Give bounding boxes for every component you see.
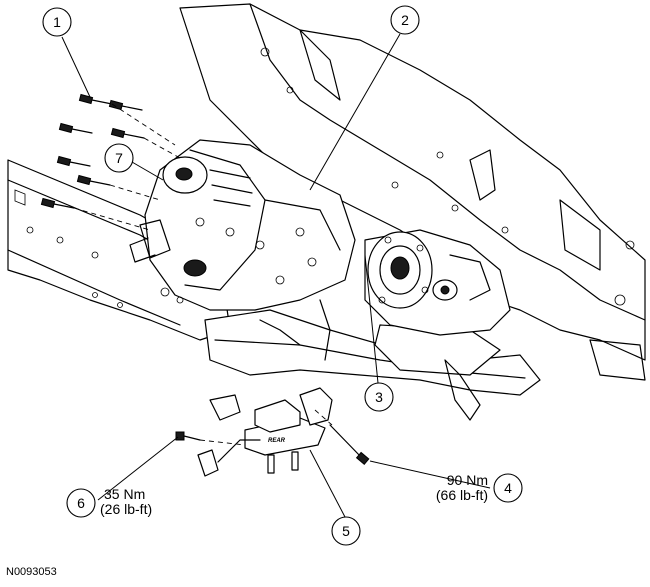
side-bracket — [197, 394, 261, 477]
bolt — [56, 155, 91, 167]
callout-number: 5 — [342, 523, 350, 539]
bolt — [76, 174, 111, 186]
figure-id: N0093053 — [6, 566, 57, 578]
callout-5: 5 — [331, 516, 361, 546]
callout-number: 7 — [115, 150, 123, 166]
mount-bolt — [314, 409, 370, 465]
callout-7: 7 — [104, 143, 134, 173]
callout-4: 4 90 Nm (66 lb-ft) — [436, 472, 523, 503]
callout-number: 3 — [375, 389, 383, 405]
callout-number: 6 — [77, 495, 85, 511]
torque-metric: 90 Nm — [447, 472, 488, 488]
callout-6: 6 35 Nm (26 lb-ft) — [66, 486, 152, 518]
bolt — [40, 197, 75, 209]
bolt — [78, 93, 113, 105]
transmission-mount: REAR — [244, 387, 333, 474]
bracket-bolt — [175, 431, 246, 446]
callout-number: 4 — [504, 480, 512, 496]
callout-number: 1 — [53, 14, 61, 30]
callout-2: 2 — [390, 5, 420, 35]
transfer-case — [129, 139, 356, 361]
transmission — [364, 229, 511, 336]
bolt-set — [40, 93, 181, 231]
bolt — [110, 127, 145, 139]
mount-rear-label: REAR — [268, 438, 286, 444]
callout-3: 3 — [364, 382, 394, 412]
torque-metric: 35 Nm — [104, 486, 145, 502]
frame-rail — [179, 3, 646, 381]
bolt — [58, 122, 93, 134]
callout-1: 1 — [42, 7, 72, 37]
leader-lines — [61, 33, 491, 518]
torque-imperial: (26 lb-ft) — [100, 501, 152, 517]
torque-imperial: (66 lb-ft) — [436, 487, 488, 503]
bolt — [108, 99, 143, 111]
crossmember — [204, 309, 541, 421]
callout-number: 2 — [401, 12, 409, 28]
